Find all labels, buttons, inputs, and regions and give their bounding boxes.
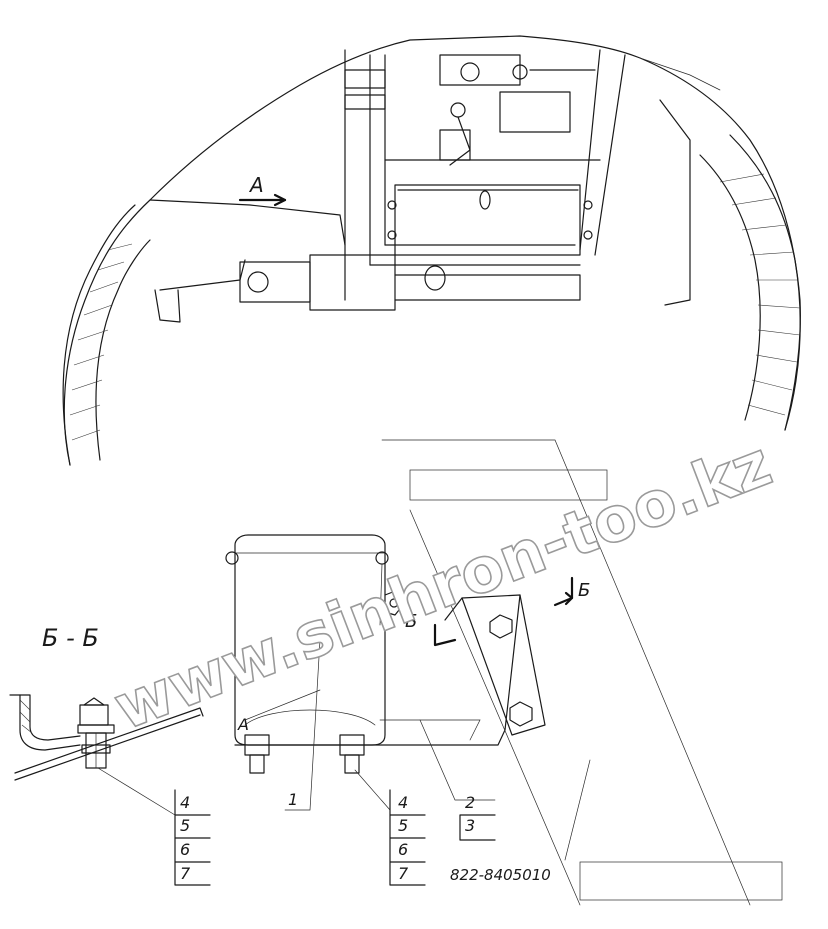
center-callout-5: 5 [398,816,408,835]
callout-bracket-bottom: 3 [465,816,475,835]
left-callout-stack: 4 5 6 7 [174,789,211,886]
center-callout-stack: 4 5 6 7 [389,789,426,886]
bracket-callouts: 2 3 [459,793,496,841]
detail-view-a: А Б Б [225,439,783,906]
left-callout-4: 4 [180,793,190,812]
left-callout-6: 6 [180,840,190,859]
center-callout-7: 7 [398,864,409,883]
center-callout-6: 6 [398,840,408,859]
view-label: А [237,715,249,734]
callout-bracket-top: 2 [465,793,475,812]
section-b-b-view: Б - Б [9,624,204,816]
blank-label-box-top [409,469,608,501]
part-number: 822-8405010 [450,866,551,884]
view-arrow-label: А [248,173,264,197]
left-callout-7: 7 [180,864,191,883]
tractor-assembly-view: А [62,35,801,466]
left-callout-5: 5 [180,816,190,835]
section-mark-right: Б [578,580,590,601]
section-mark-left: Б [405,611,417,632]
blank-label-box-bottom [579,861,783,901]
section-title: Б - Б [42,624,99,652]
watermark: www.sinhron-too.kz [104,427,780,745]
center-callout-4: 4 [398,793,408,812]
callout-main-part: 1 [288,790,298,809]
